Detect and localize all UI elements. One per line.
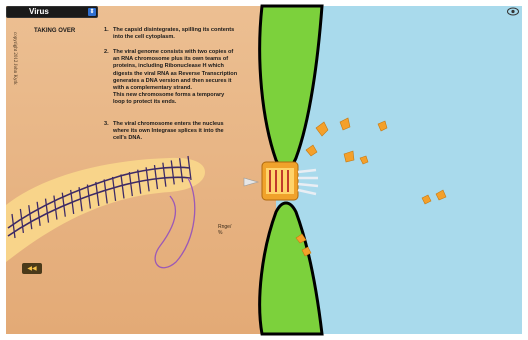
step-1: 1. The capsid disintegrates, spilling it… — [104, 27, 254, 41]
step-number: 3. — [104, 121, 109, 128]
step-text: The capsid disintegrates, spilling its c… — [104, 27, 254, 41]
step-number: 2. — [104, 49, 109, 56]
rewind-button[interactable]: ◀◀ — [22, 263, 42, 274]
step-number: 1. — [104, 27, 109, 34]
step-2: 2. The viral genome consists with two co… — [104, 49, 254, 107]
section-heading: TAKING OVER — [34, 28, 75, 34]
virus-select-value: Virus — [29, 7, 49, 16]
rnase-label: Rnge/ % — [218, 224, 231, 236]
step-text: The viral chromosome enters the nucleus … — [104, 121, 254, 143]
dropdown-arrow-icon: ⇕ — [88, 8, 96, 16]
copyright-label: copyright 2012 John Kyrk — [12, 32, 17, 85]
rewind-icon: ◀◀ — [27, 265, 36, 272]
view-toggle-icon[interactable] — [507, 7, 519, 16]
copyright-text: copyright 2012 John Kyrk — [7, 32, 17, 122]
virus-select[interactable]: Virus ⇕ — [6, 6, 98, 18]
step-3: 3. The viral chromosome enters the nucle… — [104, 121, 254, 143]
step-text: The viral genome consists with two copie… — [104, 49, 254, 107]
